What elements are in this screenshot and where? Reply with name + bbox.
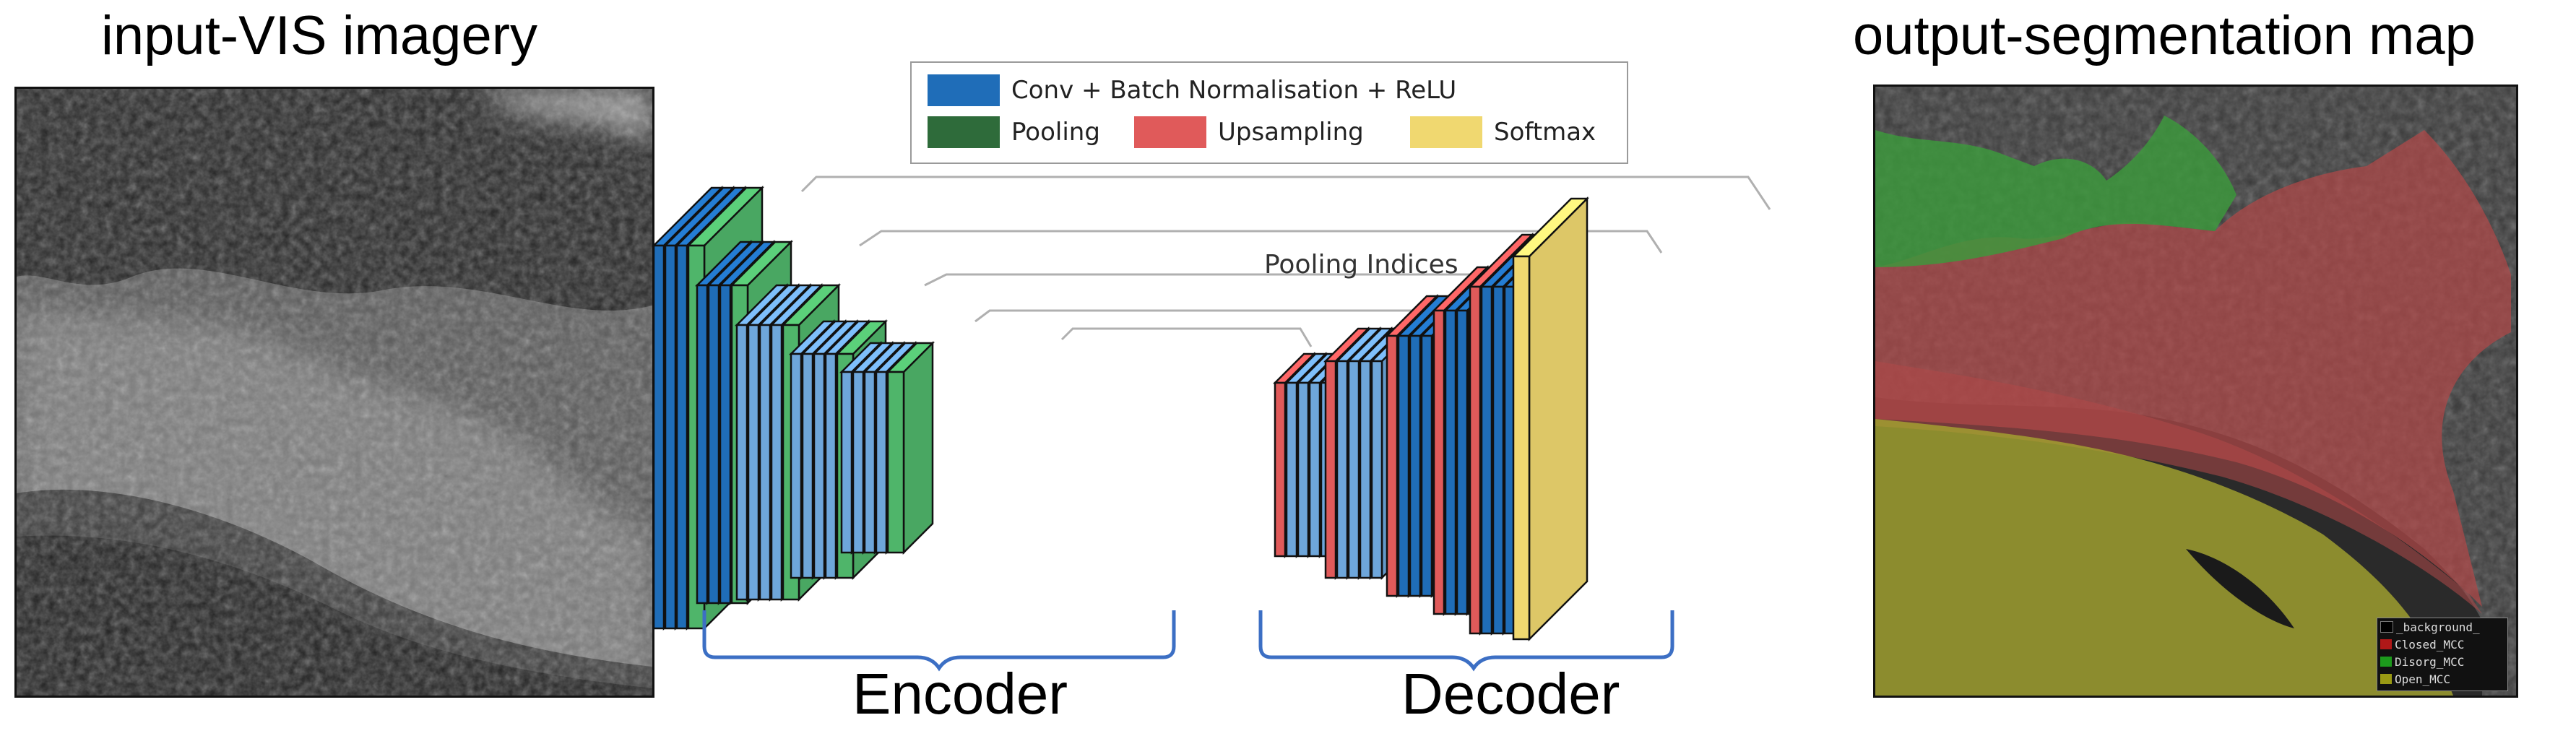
legend-item-softmax: Softmax [1410, 116, 1596, 148]
output-segmentation-graphic [1875, 87, 2516, 696]
input-vis-image-graphic [17, 89, 652, 696]
encoder-bracket [702, 610, 1176, 672]
skip-arrow-1 [800, 176, 1771, 210]
skip-connections [800, 176, 1771, 347]
seg-swatch-open [2380, 674, 2392, 684]
segnet-diagram: Pooling Indices [651, 176, 1771, 672]
legend-label-conv: Conv + Batch Normalisation + ReLU [1011, 76, 1457, 105]
input-caption: input-VIS imagery [101, 5, 538, 66]
legend-item-conv: Conv + Batch Normalisation + ReLU [928, 74, 1456, 106]
legend-label-pooling: Pooling [1011, 118, 1100, 147]
legend-swatch-softmax [1410, 116, 1482, 148]
legend-label-softmax: Softmax [1494, 118, 1596, 147]
seg-legend-label: Open_MCC [2395, 672, 2451, 686]
input-vis-image [14, 87, 654, 698]
layer-slab-22 [885, 340, 935, 555]
output-caption: output-segmentation map [1853, 5, 2476, 66]
layer-slab-46 [1510, 196, 1590, 642]
pooling-indices-label: Pooling Indices [1264, 250, 1458, 280]
skip-arrow-5 [1060, 327, 1313, 347]
layer-legend: Conv + Batch Normalisation + ReLU Poolin… [910, 61, 1628, 164]
legend-swatch-conv [928, 74, 1000, 106]
seg-swatch-disorg [2380, 657, 2392, 667]
seg-legend-label: _background_ [2396, 620, 2480, 634]
decoder-bracket [1258, 610, 1674, 672]
skip-arrow-4 [974, 309, 1432, 329]
legend-label-upsampling: Upsampling [1218, 118, 1364, 147]
legend-swatch-pooling [928, 116, 1000, 148]
skip-arrow-2 [859, 230, 1663, 254]
encoder-label: Encoder [852, 662, 1068, 726]
legend-swatch-upsampling [1134, 116, 1206, 148]
seg-swatch-background [2380, 621, 2393, 633]
seg-legend-item-closed: Closed_MCC [2377, 636, 2507, 653]
decoder-label: Decoder [1401, 662, 1620, 726]
seg-legend-item-background: _background_ [2377, 618, 2507, 636]
seg-legend-label: Closed_MCC [2395, 637, 2465, 651]
seg-legend-label: Disorg_MCC [2395, 654, 2465, 669]
seg-swatch-closed [2380, 639, 2392, 649]
legend-item-pooling: Pooling [928, 116, 1100, 148]
group-brackets [702, 610, 1674, 672]
layer-blocks [651, 185, 1590, 642]
seg-legend-item-open: Open_MCC [2377, 670, 2507, 688]
segmentation-legend: _background_ Closed_MCC Disorg_MCC Open_… [2377, 618, 2508, 691]
output-segmentation-image [1873, 85, 2518, 698]
legend-item-upsampling: Upsampling [1134, 116, 1364, 148]
seg-legend-item-disorg: Disorg_MCC [2377, 653, 2507, 670]
